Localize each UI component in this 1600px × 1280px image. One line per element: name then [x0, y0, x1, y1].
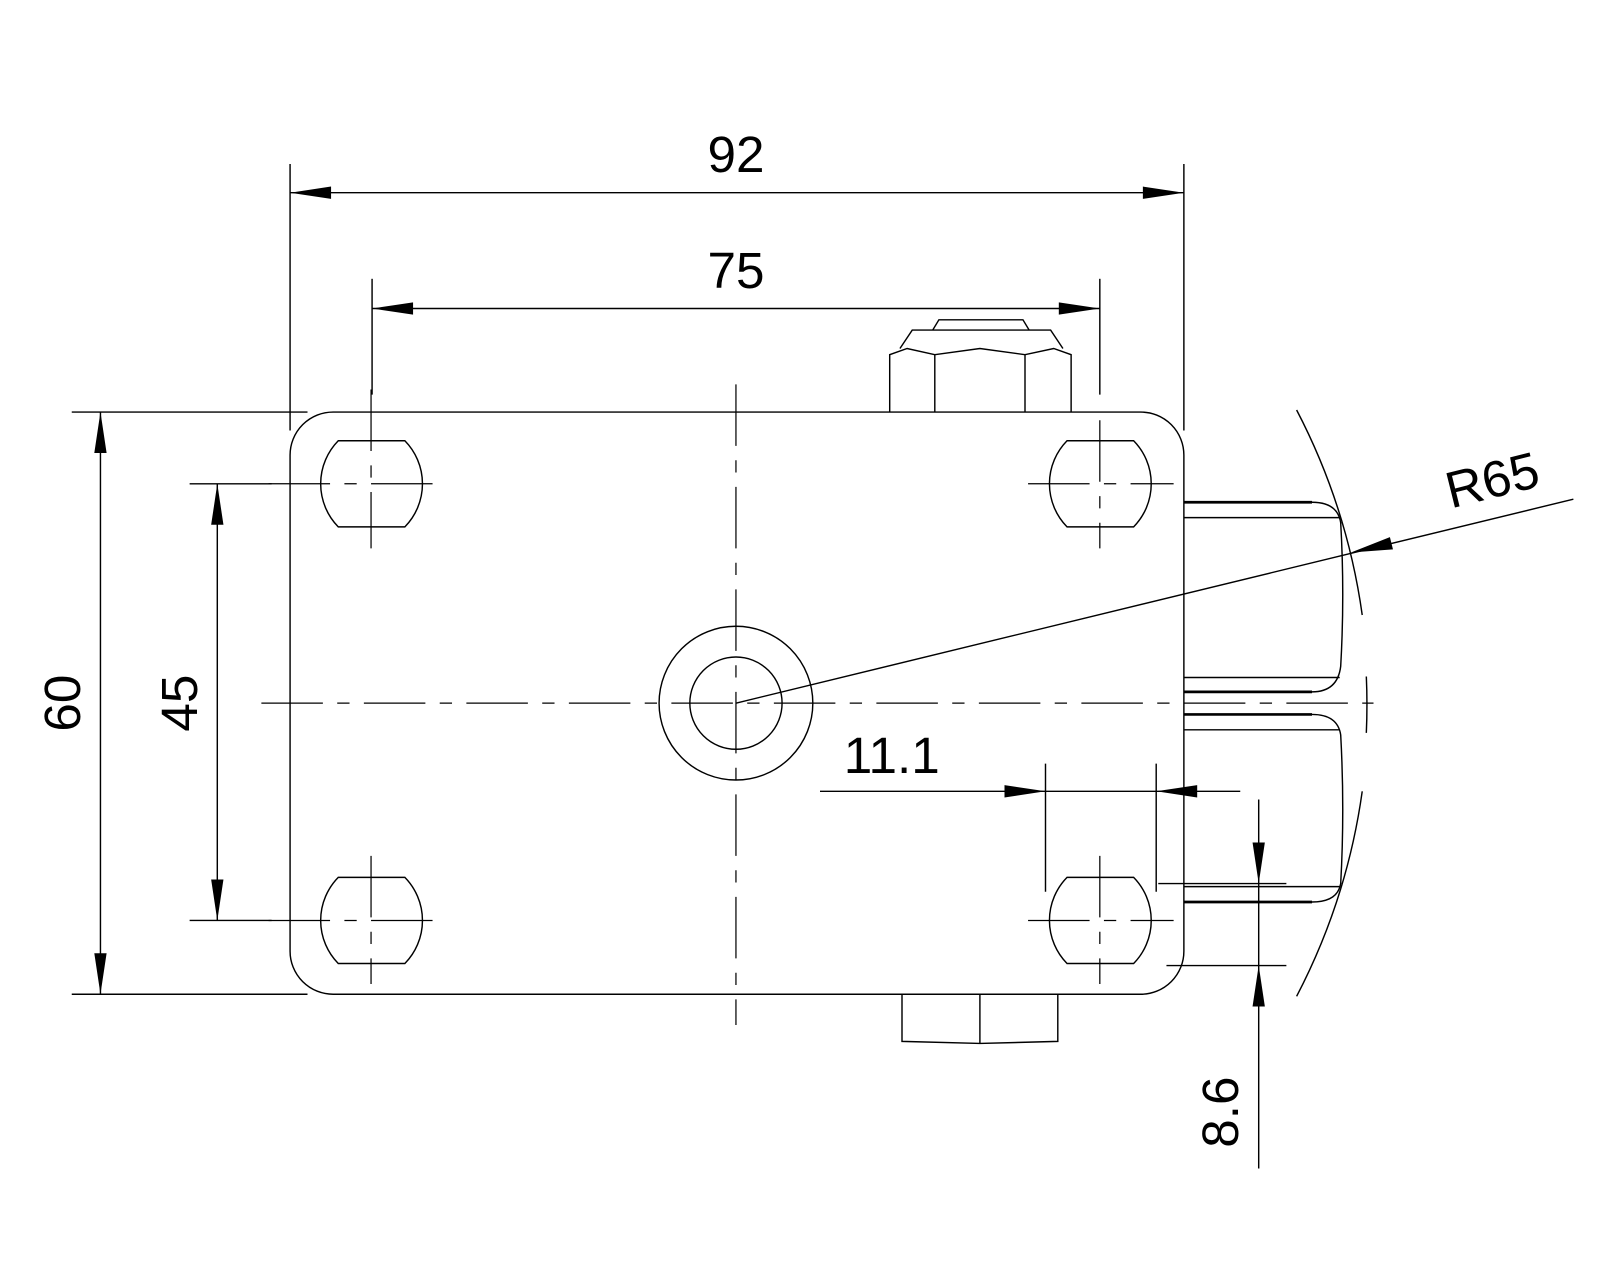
dimension-r65: R65	[735, 441, 1574, 704]
dimension-11-1: 11.1	[819, 727, 1241, 892]
radius-arc-center	[1365, 676, 1368, 733]
dimension-label: 45	[151, 675, 208, 732]
dimension-label: 75	[707, 242, 764, 299]
top-hex-nut	[888, 319, 1072, 413]
radius-arc-upper	[1295, 409, 1363, 616]
bottom-hex-nut	[901, 994, 1059, 1045]
mounting-slot-top-right	[1028, 420, 1174, 549]
dimension-75: 75	[371, 242, 1101, 395]
mounting-slot-bottom-right	[1028, 855, 1174, 984]
center-boss-outer	[658, 625, 814, 781]
radius-arc-lower	[1295, 791, 1363, 997]
dimension-label: R65	[1440, 441, 1545, 519]
dimension-label: 60	[34, 675, 91, 732]
dimension-label: 92	[707, 126, 764, 183]
dimension-60: 60	[34, 411, 308, 995]
dimension-45: 45	[151, 483, 272, 922]
right-jaw-lower	[1183, 713, 1344, 904]
dimension-label: 8.6	[1192, 1077, 1249, 1148]
mounting-slot-bottom-left	[268, 855, 446, 984]
mounting-slot-top-left	[268, 389, 446, 549]
dimension-92: 92	[289, 126, 1185, 431]
right-jaw-upper	[1183, 500, 1344, 694]
dimension-8-6: 8.6	[1158, 799, 1287, 1169]
dimension-label: 11.1	[844, 727, 940, 784]
center-bore	[689, 656, 783, 750]
